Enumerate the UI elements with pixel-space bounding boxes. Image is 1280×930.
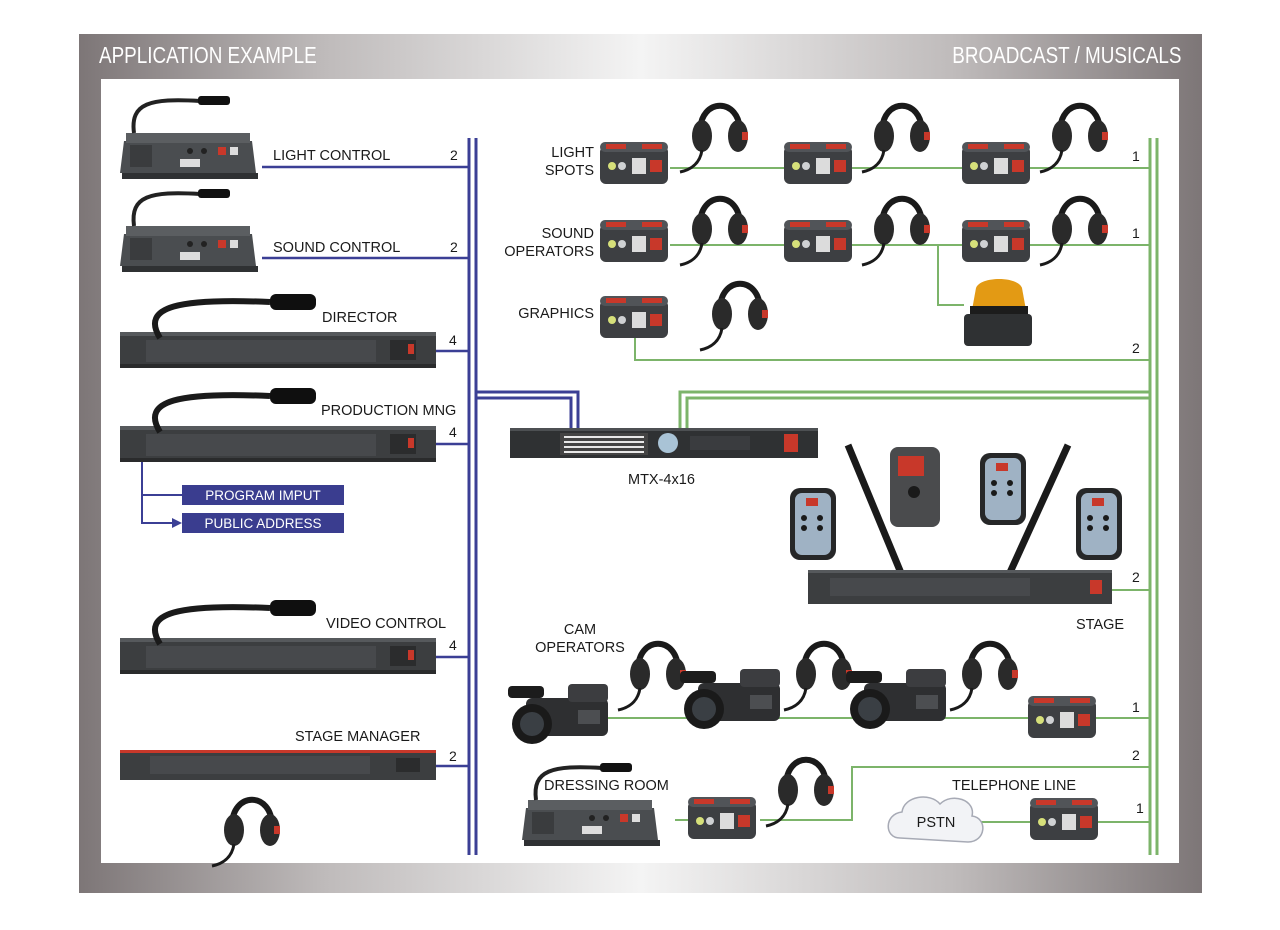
headset-icon <box>618 644 686 710</box>
light-spots-station: LIGHT SPOTS 1 <box>545 106 1140 184</box>
light-spots-label-2: SPOTS <box>545 163 594 179</box>
director-channels: 4 <box>449 332 457 348</box>
cam-operators-channels: 1 <box>1132 699 1140 715</box>
video-camera-icon <box>508 684 608 744</box>
light-control-label: LIGHT CONTROL <box>273 148 390 164</box>
blue-bus <box>141 138 580 855</box>
video-camera-icon <box>680 669 780 729</box>
matrix-label: MTX-4x16 <box>628 472 695 488</box>
sound-operators-station: SOUND OPERATORS 1 <box>504 199 1140 346</box>
mtx-matrix-unit: MTX-4x16 <box>510 428 818 488</box>
sound-control-channels: 2 <box>450 239 458 255</box>
beacon-light-icon <box>964 279 1032 346</box>
stage-station: 2 STAGE <box>790 443 1140 633</box>
stage-manager-channels: 2 <box>449 748 457 764</box>
graphics-station: GRAPHICS 2 <box>518 284 1140 356</box>
stage-manager-label: STAGE MANAGER <box>295 729 420 745</box>
sound-operators-label-1: SOUND <box>542 226 594 242</box>
sound-control-station: SOUND CONTROL 2 <box>118 187 458 274</box>
video-camera-icon <box>846 669 946 729</box>
wireless-pack-icon <box>890 447 940 527</box>
video-control-station: VIDEO CONTROL 4 <box>120 600 457 674</box>
graphics-channels: 2 <box>1132 340 1140 356</box>
public-address-box: PUBLIC ADDRESS <box>182 513 344 533</box>
dressing-room-channels: 2 <box>1132 747 1140 763</box>
headset-icon <box>784 644 852 710</box>
header-left-title: APPLICATION EXAMPLE <box>99 42 317 68</box>
telephone-line-label: TELEPHONE LINE <box>952 778 1076 794</box>
headset-icon <box>862 199 930 265</box>
remote-icon <box>790 488 836 560</box>
header-right-title: BROADCAST / MUSICALS <box>951 42 1181 68</box>
pstn-cloud-icon: PSTN <box>887 796 984 843</box>
program-input-box: PROGRAM IMPUT <box>182 485 344 505</box>
sound-operators-channels: 1 <box>1132 225 1140 241</box>
telephone-line-channels: 1 <box>1136 800 1144 816</box>
director-station: DIRECTOR 4 <box>120 294 457 368</box>
headset-icon <box>1040 199 1108 265</box>
stage-label: STAGE <box>1076 617 1124 633</box>
sound-operators-label-2: OPERATORS <box>504 244 594 260</box>
dressing-room-label: DRESSING ROOM <box>544 778 669 794</box>
remote-icon <box>1076 488 1122 560</box>
light-spots-label-1: LIGHT <box>551 145 594 161</box>
headset-icon <box>700 284 768 350</box>
headset-icon <box>1040 106 1108 172</box>
stage-manager-station: STAGE MANAGER 2 <box>120 729 457 866</box>
production-mng-channels: 4 <box>449 424 457 440</box>
dressing-room-station: DRESSING ROOM 2 <box>520 747 1140 848</box>
stage-manager-headset-icon <box>212 800 280 866</box>
public-address-label: PUBLIC ADDRESS <box>204 516 321 531</box>
cam-operators-label-1: CAM <box>564 622 596 638</box>
green-bus <box>598 138 1159 855</box>
video-control-label: VIDEO CONTROL <box>326 616 446 632</box>
cam-operators-station: CAM OPERATORS 1 <box>508 622 1140 744</box>
light-spots-channels: 1 <box>1132 148 1140 164</box>
headset-icon <box>862 106 930 172</box>
light-control-channels: 2 <box>450 147 458 163</box>
video-control-channels: 4 <box>449 637 457 653</box>
cam-operators-label-2: OPERATORS <box>535 640 625 656</box>
telephone-line-station: TELEPHONE LINE PSTN 1 <box>887 778 1144 843</box>
graphics-label: GRAPHICS <box>518 306 594 322</box>
director-label: DIRECTOR <box>322 310 397 326</box>
sound-control-label: SOUND CONTROL <box>273 240 400 256</box>
headset-icon <box>680 199 748 265</box>
pstn-label: PSTN <box>917 815 956 831</box>
program-input-label: PROGRAM IMPUT <box>205 488 321 503</box>
stage-channels: 2 <box>1132 569 1140 585</box>
headset-icon <box>680 106 748 172</box>
remote-icon <box>980 453 1026 525</box>
headset-icon <box>766 760 834 826</box>
production-mng-label: PRODUCTION MNG <box>321 403 456 419</box>
light-control-station: LIGHT CONTROL 2 <box>118 94 458 181</box>
wireless-base-station <box>808 570 1112 604</box>
headset-icon <box>950 644 1018 710</box>
production-mng-station: PRODUCTION MNG 4 <box>120 388 457 462</box>
